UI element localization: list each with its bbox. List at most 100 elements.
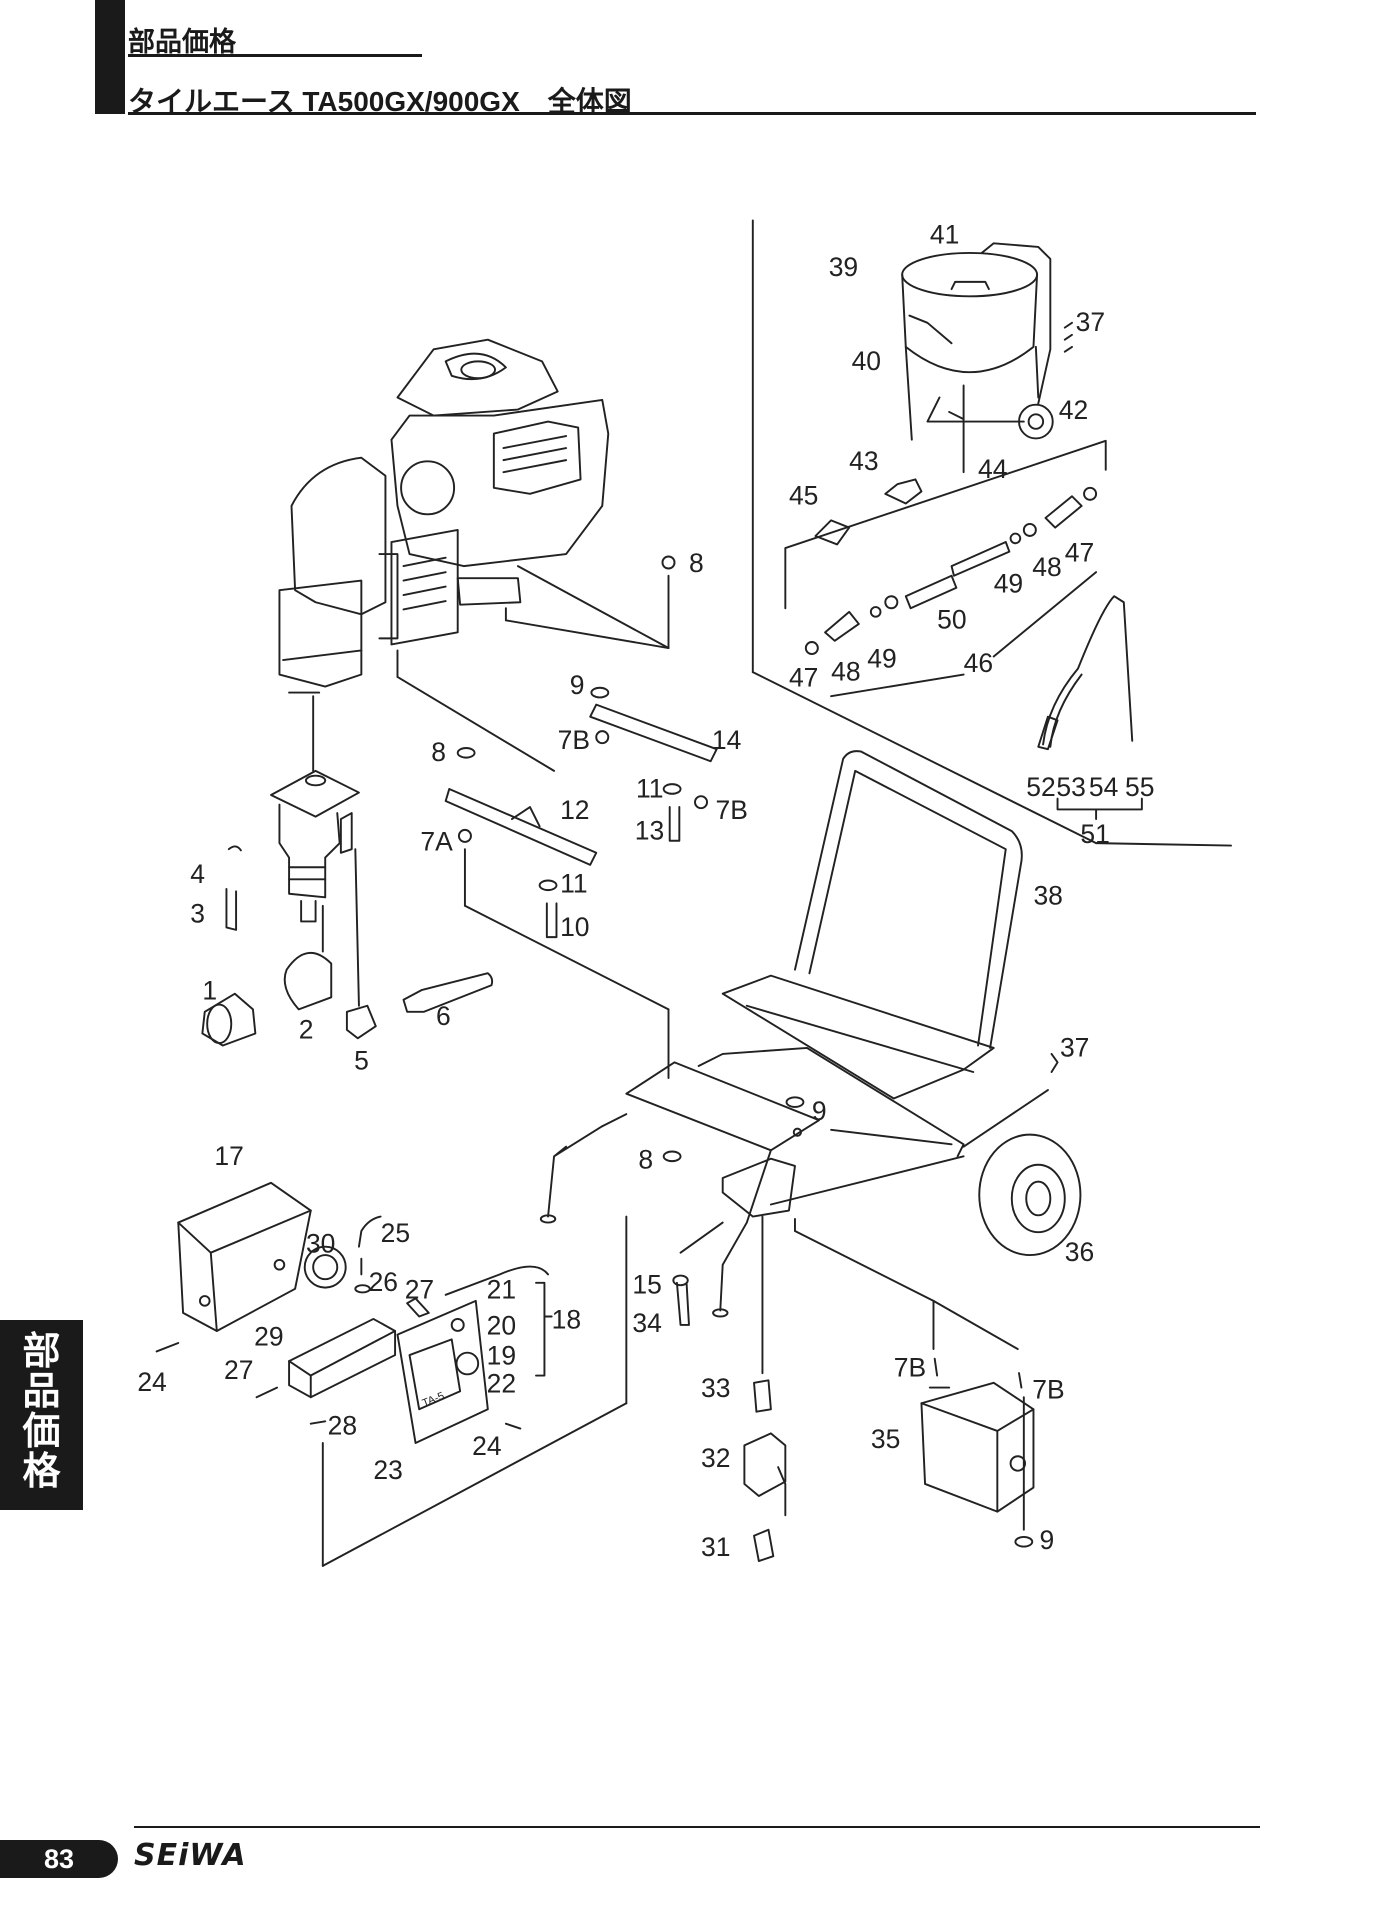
title-underline — [128, 112, 1256, 115]
hose-fittings — [784, 439, 1107, 698]
engine — [390, 338, 610, 606]
control-cover — [155, 1181, 312, 1353]
part-label: 2 — [299, 1014, 314, 1044]
accessory-region-border — [751, 219, 1232, 847]
pump-housing — [278, 456, 459, 694]
part-label: 49 — [867, 643, 896, 673]
side-tab-char: 品 — [22, 1371, 61, 1413]
part-label: 47 — [789, 663, 818, 693]
page-title: タイルエース TA500GX/900GX 全体図 — [128, 86, 632, 117]
part-label: 11 — [560, 869, 588, 899]
part-label: 24 — [472, 1431, 501, 1461]
part-label: 10 — [560, 912, 589, 942]
part-label: 41 — [930, 219, 959, 249]
part-label: 27 — [405, 1274, 434, 1304]
side-tab-char: 部 — [22, 1331, 61, 1373]
part-label: 51 — [1080, 819, 1109, 849]
spray-wand — [1037, 595, 1143, 821]
part-label: 50 — [937, 605, 966, 635]
part-label: 15 — [632, 1270, 661, 1300]
part-label: 42 — [1059, 395, 1088, 425]
part-label: 44 — [978, 454, 1007, 484]
part-label: 37 — [1076, 307, 1105, 337]
part-label: 34 — [632, 1308, 661, 1338]
part-label: 8 — [431, 737, 446, 767]
part-label: 22 — [487, 1368, 516, 1398]
gauge-block — [255, 1215, 550, 1425]
part-label: 17 — [214, 1141, 243, 1171]
part-label: 55 — [1125, 772, 1154, 802]
part-label: 30 — [306, 1229, 335, 1259]
part-label: 25 — [381, 1218, 410, 1248]
part-label: 12 — [560, 795, 589, 825]
part-label: 5 — [354, 1046, 369, 1076]
part-label: 28 — [328, 1411, 357, 1441]
part-label: 52 — [1026, 772, 1055, 802]
side-tab-char: 格 — [22, 1451, 61, 1493]
part-label: 31 — [701, 1532, 730, 1562]
part-label: 7B — [558, 725, 590, 755]
engine-leader-lines — [312, 565, 670, 772]
part-label: 7A — [420, 826, 453, 856]
hopper-cart — [901, 242, 1073, 474]
hardware-washers — [662, 1096, 805, 1163]
side-tab[interactable]: 部 品 価 格 — [0, 1320, 83, 1510]
part-label: 45 — [789, 481, 818, 511]
part-label: 14 — [712, 725, 741, 755]
part-label: 13 — [635, 816, 664, 846]
part-label: 54 — [1089, 772, 1118, 802]
part-label: 19 — [487, 1341, 516, 1371]
section-title: 部品価格 — [128, 27, 236, 57]
part-label: 6 — [436, 1001, 451, 1031]
part-label: 36 — [1065, 1237, 1094, 1267]
side-tab-char: 価 — [22, 1411, 61, 1453]
part-label: 1 — [202, 976, 217, 1006]
cart-frame — [539, 750, 1023, 1318]
part-label: 7B — [715, 795, 747, 825]
part-label: 37 — [1060, 1032, 1089, 1062]
panel-stamp: TA-5 — [421, 1390, 447, 1410]
part-label: 48 — [1032, 552, 1061, 582]
part-label: 40 — [852, 346, 881, 376]
part-label: 48 — [831, 657, 860, 687]
part-label: 8 — [638, 1144, 653, 1174]
part-label: 20 — [487, 1311, 516, 1341]
brand-logo: SEiWA — [134, 1838, 247, 1873]
part-label: 9 — [1039, 1525, 1054, 1555]
solenoid-valve — [672, 1274, 787, 1562]
part-label: 47 — [1065, 537, 1094, 567]
part-label: 27 — [224, 1355, 253, 1385]
part-label: 21 — [487, 1274, 516, 1304]
part-label: 32 — [701, 1443, 730, 1473]
part-label: 9 — [812, 1096, 827, 1126]
pump-assembly — [201, 769, 494, 1047]
control-panel — [396, 1281, 553, 1444]
part-label: 7B — [1032, 1374, 1064, 1404]
part-label: 39 — [829, 252, 858, 282]
part-label: 26 — [369, 1267, 398, 1297]
part-label: 43 — [849, 446, 878, 476]
part-label: 8 — [689, 548, 704, 578]
header-bar — [95, 0, 125, 114]
part-label: 33 — [701, 1373, 730, 1403]
part-label: 9 — [570, 670, 585, 700]
part-label: 4 — [190, 859, 205, 889]
part-label: 46 — [964, 648, 993, 678]
part-label: 11 — [636, 773, 664, 803]
page-number: 83 — [0, 1840, 118, 1878]
section-underline — [128, 54, 422, 57]
footer-rule — [134, 1826, 1260, 1828]
part-label: 35 — [871, 1424, 900, 1454]
panel-stamp-text: TA-5 — [421, 1390, 447, 1410]
part-label: 53 — [1056, 772, 1085, 802]
part-label: 3 — [190, 899, 205, 929]
wheel — [962, 1052, 1082, 1257]
part-label: 49 — [994, 569, 1023, 599]
part-labels: 41 39 37 40 42 43 44 45 47 48 49 50 47 4… — [137, 219, 1154, 1562]
assembly-leader-lines — [321, 1215, 1025, 1567]
part-label: 23 — [373, 1455, 402, 1485]
electric-box — [920, 1357, 1035, 1548]
part-label: 18 — [552, 1305, 581, 1335]
part-label: 38 — [1033, 881, 1062, 911]
